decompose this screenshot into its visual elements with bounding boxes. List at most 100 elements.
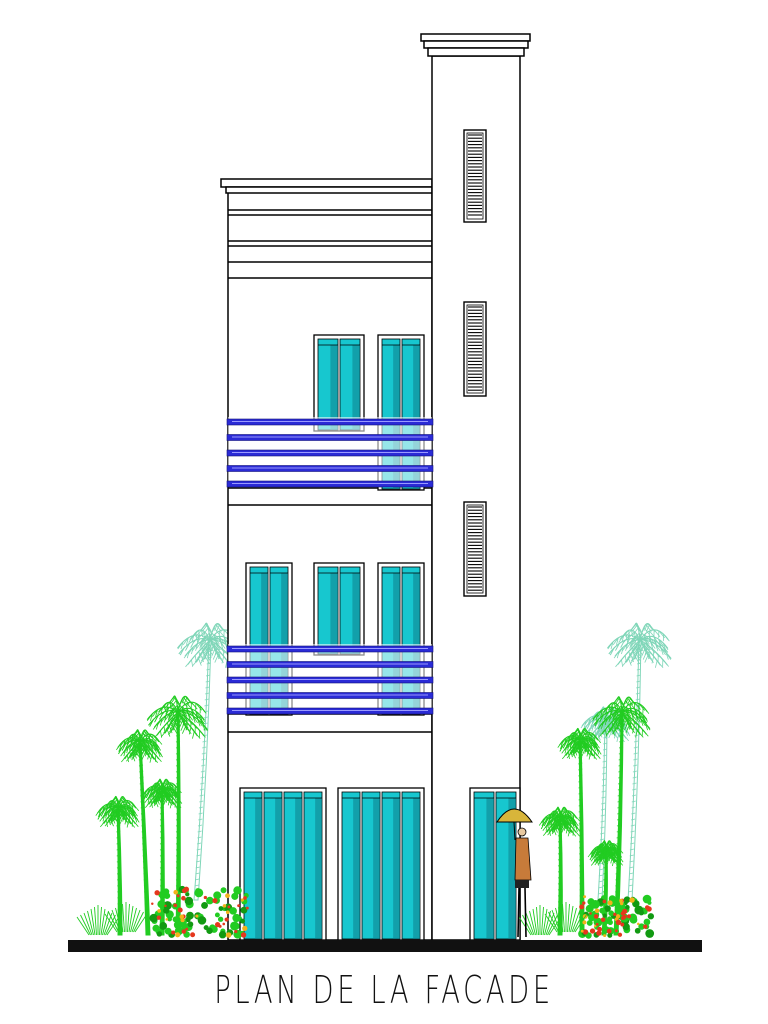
- grass-blade: [90, 908, 96, 936]
- frond-leaflet: [126, 753, 133, 762]
- trunk-ring: [117, 914, 122, 917]
- trunk-ring: [617, 806, 622, 809]
- trunk-ring: [602, 748, 608, 751]
- frond-leaflet: [617, 718, 621, 726]
- frond-leaflet: [594, 857, 601, 866]
- flower-shrub-left: [149, 885, 249, 939]
- shrub-flower: [589, 912, 592, 915]
- frond-leaflet: [565, 826, 569, 834]
- frond-leaflet: [186, 708, 192, 716]
- frond-leaflet: [195, 702, 203, 711]
- frond-leaflet: [126, 745, 129, 754]
- frond-leaflet: [585, 729, 593, 737]
- frond-leaflet: [624, 654, 632, 663]
- frond-leaflet: [599, 729, 606, 737]
- trunk-ring: [143, 878, 148, 881]
- frond-leaflet: [217, 623, 224, 631]
- shrub-flower: [580, 929, 584, 933]
- frond-leaflet: [594, 751, 601, 759]
- trunk-ring: [579, 864, 584, 867]
- grass-blade: [105, 914, 116, 936]
- trunk-ring: [175, 818, 181, 821]
- shrub-leaf: [638, 910, 644, 916]
- frond-leaflet: [656, 660, 664, 669]
- shrub-leaf: [638, 923, 645, 930]
- shrub-flower: [643, 924, 648, 929]
- frond-leaflet: [630, 697, 637, 706]
- glass-shadow: [295, 798, 302, 939]
- grass-blade: [567, 903, 570, 933]
- trunk-ring: [139, 782, 144, 785]
- frond-leaflet: [105, 811, 108, 819]
- shrub-flower: [212, 898, 218, 904]
- trunk-ring: [578, 768, 583, 771]
- shrub-flower: [619, 898, 623, 903]
- trunk-ring: [196, 854, 201, 857]
- shrub-flower: [619, 901, 624, 906]
- shrub-leaf: [599, 907, 606, 914]
- tower-vent: [463, 501, 487, 597]
- frond-leaflet: [163, 715, 167, 723]
- shrub-leaf: [590, 899, 600, 909]
- frond-leaflet: [157, 707, 163, 715]
- frond-leaflet: [169, 798, 177, 806]
- trunk-ring: [198, 812, 203, 815]
- shrub-flower: [181, 888, 187, 894]
- frond-leaflet: [629, 708, 636, 716]
- shrub-leaf: [622, 923, 630, 931]
- trunk-ring: [632, 776, 637, 779]
- frond-leaflet: [573, 748, 578, 756]
- frond-leaflet: [562, 808, 566, 816]
- trunk-ring: [631, 812, 636, 815]
- shrub-leaf: [185, 916, 191, 923]
- frond-leaflet: [132, 748, 139, 756]
- frond-leaflet: [618, 635, 625, 643]
- frond-leaflet: [600, 857, 604, 866]
- shrub-leaf: [240, 918, 246, 924]
- frond-leaflet: [581, 728, 586, 736]
- flower-shrub-right: [578, 894, 655, 939]
- frond-leaflet: [179, 697, 184, 705]
- frond-leaflet: [136, 746, 140, 754]
- shrub-leaf: [604, 905, 611, 912]
- trunk-ring: [600, 814, 605, 817]
- frond-leaflet: [620, 715, 626, 723]
- frond-leaflet: [99, 819, 107, 828]
- trunk-ring: [615, 890, 620, 893]
- frond-leaflet: [605, 728, 613, 736]
- shrub-flower: [600, 917, 606, 923]
- frond-leaflet: [569, 745, 576, 754]
- frond-leaflet: [594, 727, 602, 735]
- person-with-umbrella: [496, 808, 533, 938]
- trunk-ring: [142, 854, 147, 857]
- frond-leaflet: [611, 728, 615, 736]
- trunk-ring: [205, 686, 210, 689]
- trunk-ring: [144, 908, 150, 911]
- frond-leaflet: [180, 641, 184, 650]
- trunk-ring: [578, 810, 583, 813]
- frond-leaflet: [174, 695, 180, 704]
- frond-leaflet: [635, 715, 639, 723]
- trunk-ring: [600, 832, 605, 835]
- grass-blade: [99, 906, 102, 936]
- trunk-ring: [601, 778, 607, 781]
- frond-leaflet: [613, 858, 621, 867]
- trunk-ring: [616, 818, 622, 821]
- trunk-ring: [598, 868, 604, 871]
- frond-leaflet: [152, 709, 158, 717]
- frond-leaflet: [613, 725, 617, 733]
- frond-leaflet: [567, 743, 570, 751]
- frond-leaflet: [572, 751, 576, 759]
- trunk-ring: [159, 884, 165, 887]
- shrub-flower: [240, 932, 247, 938]
- frond-leaflet: [613, 724, 620, 732]
- shrub-leaf: [156, 931, 163, 937]
- frond-leaflet: [606, 707, 613, 715]
- frond-leaflet: [199, 730, 206, 738]
- shrub-leaf: [178, 918, 187, 927]
- frond-leaflet: [583, 720, 587, 729]
- frond-leaflet: [616, 852, 622, 860]
- frond-leaflet: [608, 710, 614, 718]
- glass-shadow: [393, 798, 400, 939]
- frond-leaflet: [638, 643, 642, 651]
